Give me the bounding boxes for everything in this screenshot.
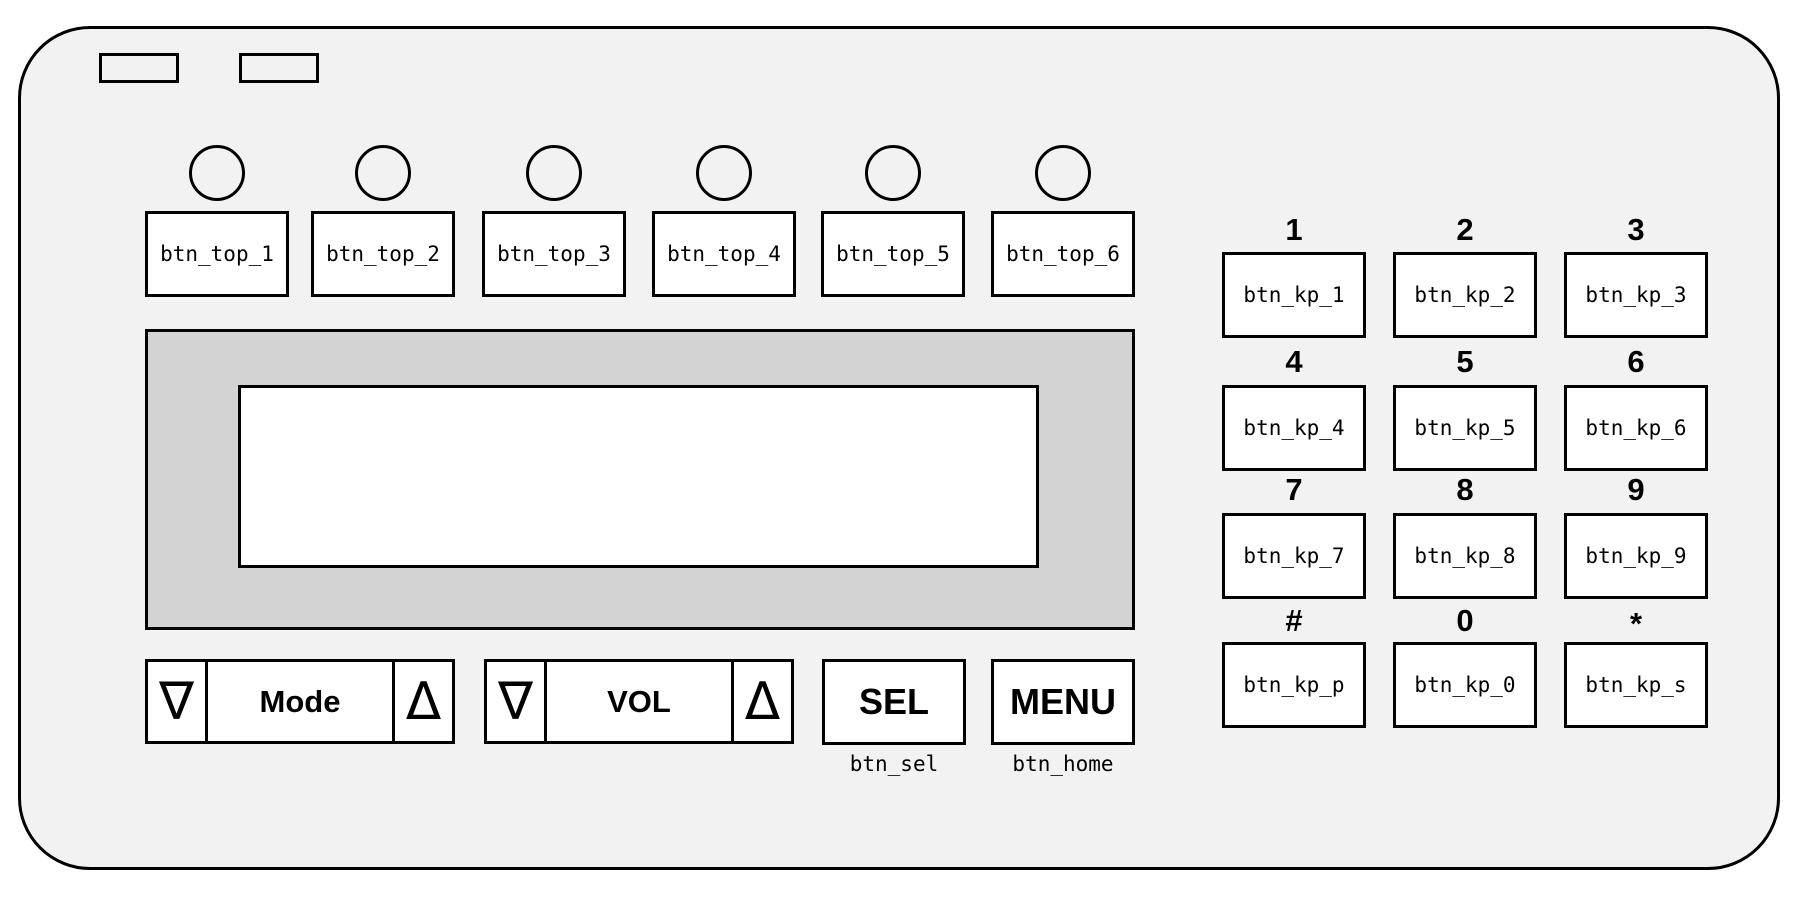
sel-button[interactable]: SEL <box>822 659 966 745</box>
top-button-6[interactable]: btn_top_6 <box>991 211 1135 297</box>
keypad-button-5[interactable]: btn_kp_5 <box>1393 385 1537 471</box>
top-button-1[interactable]: btn_top_1 <box>145 211 289 297</box>
top-button-4[interactable]: btn_top_4 <box>652 211 796 297</box>
mode-up-button[interactable]: Δ <box>392 662 452 741</box>
led-indicator-3 <box>526 145 582 201</box>
top-button-3[interactable]: btn_top_3 <box>482 211 626 297</box>
top-slot-right <box>239 53 319 83</box>
top-button-5[interactable]: btn_top_5 <box>821 211 965 297</box>
keypad-button-0[interactable]: btn_kp_0 <box>1393 642 1537 728</box>
led-indicator-2 <box>355 145 411 201</box>
led-indicator-5 <box>865 145 921 201</box>
mode-label: Mode <box>259 683 341 719</box>
keypad-button-7[interactable]: btn_kp_7 <box>1222 513 1366 599</box>
vol-down-button[interactable]: ∇ <box>487 662 547 741</box>
keypad-button-9[interactable]: btn_kp_9 <box>1564 513 1708 599</box>
keypad-button-pound[interactable]: btn_kp_p <box>1222 642 1366 728</box>
keypad-label-4: 4 <box>1285 344 1303 379</box>
keypad-label-star: * <box>1629 606 1643 641</box>
keypad-label-6: 6 <box>1627 344 1645 379</box>
keypad-button-3[interactable]: btn_kp_3 <box>1564 252 1708 338</box>
keypad-label-7: 7 <box>1285 472 1303 507</box>
mode-rocker: ∇ Mode Δ <box>145 659 455 744</box>
keypad-label-2: 2 <box>1456 212 1474 247</box>
keypad-button-8[interactable]: btn_kp_8 <box>1393 513 1537 599</box>
vol-rocker: ∇ VOL Δ <box>484 659 794 744</box>
keypad-label-5: 5 <box>1456 344 1474 379</box>
led-indicator-6 <box>1035 145 1091 201</box>
keypad-label-1: 1 <box>1285 212 1303 247</box>
keypad-button-2[interactable]: btn_kp_2 <box>1393 252 1537 338</box>
keypad-button-1[interactable]: btn_kp_1 <box>1222 252 1366 338</box>
keypad-label-pound: # <box>1285 603 1303 638</box>
keypad-label-3: 3 <box>1627 212 1645 247</box>
sel-button-caption: btn_sel <box>849 752 939 776</box>
vol-label: VOL <box>607 683 671 719</box>
keypad-button-6[interactable]: btn_kp_6 <box>1564 385 1708 471</box>
top-slot-left <box>99 53 179 83</box>
keypad-label-8: 8 <box>1456 472 1474 507</box>
keypad-button-star[interactable]: btn_kp_s <box>1564 642 1708 728</box>
keypad-label-9: 9 <box>1627 472 1645 507</box>
menu-button[interactable]: MENU <box>991 659 1135 745</box>
top-button-2[interactable]: btn_top_2 <box>311 211 455 297</box>
mode-down-button[interactable]: ∇ <box>148 662 208 741</box>
menu-button-caption: btn_home <box>1012 752 1114 776</box>
led-indicator-4 <box>696 145 752 201</box>
vol-up-button[interactable]: Δ <box>731 662 791 741</box>
keypad-button-4[interactable]: btn_kp_4 <box>1222 385 1366 471</box>
led-indicator-1 <box>189 145 245 201</box>
keypad-label-0: 0 <box>1456 603 1474 638</box>
display-screen <box>238 385 1039 568</box>
